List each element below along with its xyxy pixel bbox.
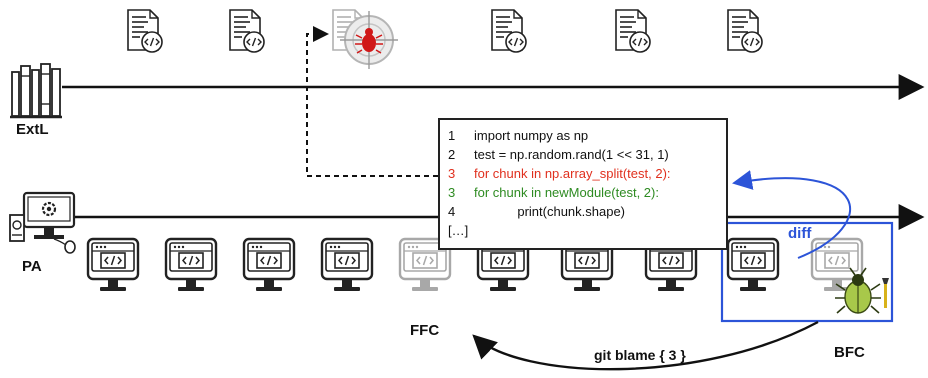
- code-line-removed: 3 for chunk in np.array_split(test, 2):: [448, 164, 726, 183]
- code-snippet-box: 1 import numpy as np 2 test = np.random.ra…: [438, 118, 728, 250]
- line-number: 4: [448, 204, 456, 219]
- code-line: 4 print(chunk.shape): [448, 202, 726, 221]
- code-text-removed: for chunk in np.array_split(test, 2):: [474, 166, 671, 181]
- code-document-icon: [127, 9, 163, 53]
- code-document-icon: [615, 9, 651, 53]
- computer-gear-icon: [9, 191, 76, 254]
- code-monitor-icon: [86, 237, 140, 293]
- code-line: 2 test = np.random.rand(1 << 31, 1): [448, 145, 726, 164]
- code-line-ellipsis: […]: [448, 221, 726, 240]
- git-blame-label: git blame { 3 }: [594, 347, 686, 363]
- code-document-icon: [229, 9, 265, 53]
- code-monitor-icon: [242, 237, 296, 293]
- code-line: 1 import numpy as np: [448, 126, 726, 145]
- ffc-label: FFC: [410, 322, 440, 339]
- diff-label: diff: [788, 225, 812, 242]
- diff-arrow: [732, 170, 851, 259]
- library-books-icon: [10, 63, 62, 119]
- dashed-connector-arrow: [306, 26, 438, 177]
- pa-label: PA: [22, 258, 42, 275]
- code-line-added: 3 for chunk in newModule(test, 2):: [448, 183, 726, 202]
- code-monitor-icon: [164, 237, 218, 293]
- code-document-icon: [491, 9, 527, 53]
- code-monitor-icon: [320, 237, 374, 293]
- line-number: 1: [448, 128, 456, 143]
- code-text: import numpy as np: [474, 128, 589, 143]
- code-text: print(chunk.shape): [517, 204, 626, 219]
- code-text: test = np.random.rand(1 << 31, 1): [474, 147, 669, 162]
- line-number: 3: [448, 185, 456, 200]
- code-monitor-icon: [726, 237, 780, 293]
- bfc-highlight-box: [720, 221, 894, 323]
- code-text-added: for chunk in newModule(test, 2):: [474, 185, 659, 200]
- extl-label: ExtL: [16, 121, 49, 138]
- line-number: 2: [448, 147, 456, 162]
- git-blame-arrow: [472, 320, 819, 371]
- code-document-icon: [727, 9, 763, 53]
- line-number: 3: [448, 166, 456, 181]
- bug-target-icon: [332, 9, 398, 69]
- bfc-label: BFC: [834, 344, 865, 361]
- beetle-wrench-icon: [835, 267, 889, 314]
- ellipsis-text: […]: [448, 223, 469, 238]
